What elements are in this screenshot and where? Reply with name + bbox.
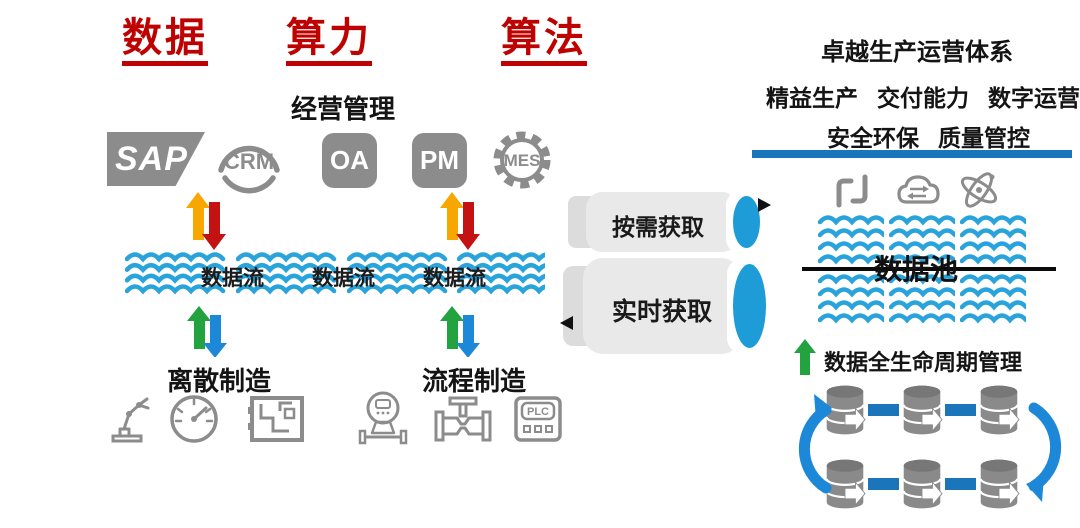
database-icon <box>899 455 945 513</box>
dataflow-wave-block <box>235 251 338 302</box>
up-arrow-yellow <box>440 192 464 240</box>
wave-pattern <box>959 274 1029 324</box>
circuit-icon <box>248 396 304 442</box>
db-connector <box>868 478 899 490</box>
up-arrow-green <box>794 339 816 375</box>
tag-delivery-capability: 交付能力 <box>867 74 979 118</box>
oa-label: OA <box>330 145 369 175</box>
dataflow-wave-block <box>124 251 227 302</box>
mes-label: MES <box>504 151 541 170</box>
connector-arrow-left <box>560 316 573 330</box>
management-label: 经营管理 <box>280 85 407 130</box>
db-connector <box>945 404 976 416</box>
discrete-manufacturing-label: 离散制造 <box>156 357 283 402</box>
dataflow-label: 数据流 <box>312 267 375 290</box>
lifecycle-label: 数据全生命周期管理 <box>816 342 1031 380</box>
dataflow-wave-block <box>346 251 448 302</box>
database-icon <box>822 381 868 439</box>
wave-pattern <box>124 252 226 295</box>
cycle-arrow-right <box>1026 402 1062 502</box>
crm-icon: CRM <box>218 145 280 194</box>
mes-icon: MES <box>493 131 551 189</box>
crm-label: CRM <box>224 149 274 174</box>
up-arrow-green <box>187 306 211 349</box>
wave-pattern <box>888 215 958 265</box>
tag-digital-operations: 数字运营 <box>978 74 1080 118</box>
database-icon <box>976 455 1022 513</box>
oa-icon: OA <box>322 133 377 188</box>
wave-pattern <box>817 215 887 265</box>
connector-arrow-right <box>758 198 771 212</box>
pipe-opening <box>733 264 766 348</box>
wave-pattern <box>456 252 558 295</box>
down-arrow-red <box>202 202 226 250</box>
wave-pattern <box>959 215 1029 265</box>
atom-icon <box>960 172 998 208</box>
db-connector <box>945 478 976 490</box>
dataflow-label: 数据流 <box>201 267 264 290</box>
wave-pattern <box>817 274 887 324</box>
pipe-realtime-label: 实时获取 <box>612 298 713 326</box>
pipe-fitting-icon <box>836 174 868 208</box>
sap-label: SAP <box>115 139 188 178</box>
wave-pattern <box>235 252 337 295</box>
plc-icon: PLC <box>514 396 562 442</box>
wave-pattern <box>888 274 958 324</box>
process-manufacturing-label: 流程制造 <box>411 357 538 402</box>
up-arrow-green <box>440 306 464 349</box>
down-arrow-red <box>456 202 480 250</box>
pm-label: PM <box>420 145 459 175</box>
section-title-algorithm: 算法 <box>501 16 587 66</box>
down-arrow-blue <box>456 315 480 358</box>
up-arrow-yellow <box>186 192 210 240</box>
down-arrow-blue <box>203 315 227 358</box>
dataflow-wave-block <box>456 251 558 302</box>
pipe-on-demand-label: 按需获取 <box>612 214 704 240</box>
tag-lean-production: 精益生产 <box>756 74 868 118</box>
dataflow-label: 数据流 <box>423 267 486 290</box>
pipe-opening <box>733 196 760 248</box>
flow-meter-icon <box>358 391 408 445</box>
valve-icon <box>434 396 492 442</box>
section-title-computing: 算力 <box>286 16 372 66</box>
cloud-sync-icon <box>897 175 940 204</box>
cycle-arrow-left <box>798 394 832 494</box>
pool-divider-line <box>802 267 1056 271</box>
database-icon <box>822 455 868 513</box>
operations-title: 卓越生产运营体系 <box>811 28 1023 71</box>
pm-icon: PM <box>412 133 467 188</box>
database-icon <box>976 381 1022 439</box>
wave-pattern <box>346 252 448 295</box>
plc-label: PLC <box>527 406 549 418</box>
panel-divider-bar <box>752 150 1072 158</box>
database-icon <box>899 381 945 439</box>
section-title-data: 数据 <box>122 16 208 66</box>
sap-logo: SAP <box>107 132 205 186</box>
robot-arm-icon <box>111 397 150 443</box>
data-pool-label: 数据池 <box>874 254 959 285</box>
db-connector <box>868 404 899 416</box>
gauge-icon <box>170 395 218 443</box>
